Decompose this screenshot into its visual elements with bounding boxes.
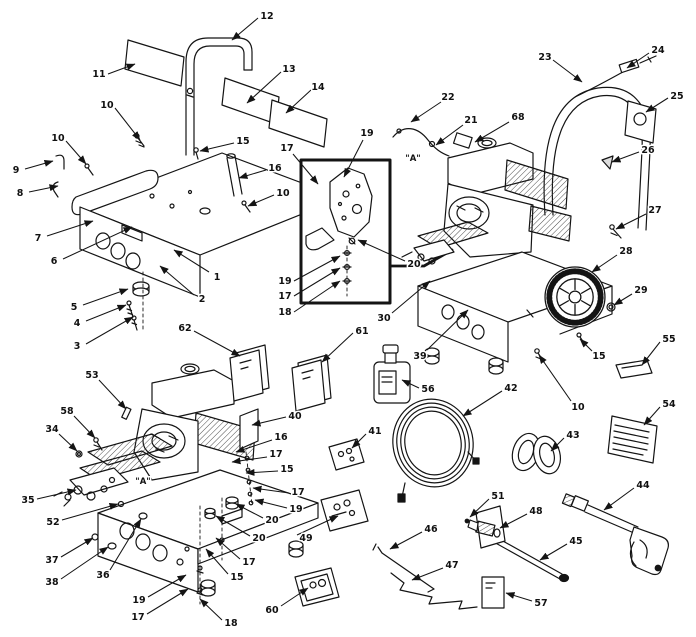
part-callout: 28 (619, 246, 633, 257)
part-callout: 48 (529, 506, 543, 517)
part-callout: 21 (464, 115, 477, 126)
part-callout: 19 (278, 276, 291, 287)
part-callout: 53 (85, 370, 98, 381)
part-callout: 6 (51, 256, 58, 267)
part-callout: 26 (641, 145, 655, 156)
part-callout: 17 (291, 487, 304, 498)
part-callout: 68 (511, 112, 525, 123)
reference-mark-a: "A" (135, 477, 150, 487)
part-callout: 47 (445, 560, 458, 571)
part-callout: 11 (92, 69, 105, 80)
part-callout: 55 (662, 334, 675, 345)
part-callout: 58 (60, 406, 74, 417)
part-callout: 60 (265, 605, 279, 616)
assembled-unit-drawing (392, 55, 657, 375)
part-callout: 17 (280, 143, 293, 154)
part-callout: 22 (441, 92, 454, 103)
part-callout: 29 (634, 285, 647, 296)
part-callout: 27 (648, 205, 661, 216)
part-callout: 20 (252, 533, 266, 544)
part-callout: 3 (74, 341, 81, 352)
part-callout: 49 (299, 533, 312, 544)
part-callout: 52 (46, 517, 59, 528)
part-callout: 17 (269, 449, 282, 460)
part-callout: 43 (566, 430, 579, 441)
part-callout: 25 (670, 91, 683, 102)
part-callout: 40 (288, 411, 302, 422)
part-callout: 44 (636, 480, 650, 491)
callout-leader-lines (24, 17, 669, 621)
part-callout: 38 (45, 577, 59, 588)
part-callout: 12 (260, 11, 273, 22)
part-callout: 15 (236, 136, 249, 147)
part-callout: 2 (199, 294, 206, 305)
part-callout: 9 (13, 165, 20, 176)
part-callout: 36 (96, 570, 110, 581)
part-callout: 57 (534, 598, 547, 609)
part-callout: 5 (71, 302, 78, 313)
part-callout: 13 (282, 64, 295, 75)
part-callout: 18 (224, 618, 238, 629)
part-callout: 15 (230, 572, 243, 583)
part-callout: 20 (407, 259, 421, 270)
part-callout: 62 (178, 323, 191, 334)
part-callout: 41 (368, 426, 381, 437)
engine-pump-drawing (53, 363, 319, 605)
part-callout: 17 (131, 612, 144, 623)
part-callout: 17 (278, 291, 291, 302)
part-callout: 46 (424, 524, 438, 535)
cart-frame-drawing (52, 37, 343, 331)
part-callout: 56 (421, 384, 435, 395)
part-callout: 1 (214, 272, 221, 283)
part-callout: 10 (51, 133, 65, 144)
part-callout: 17 (242, 557, 255, 568)
part-callout: 51 (491, 491, 504, 502)
part-callout: 18 (278, 307, 292, 318)
part-callout: 10 (100, 100, 114, 111)
part-callout: 42 (504, 383, 517, 394)
part-callout: 16 (268, 163, 282, 174)
part-callout: 14 (311, 82, 325, 93)
part-callout: 7 (35, 233, 42, 244)
part-callout: 10 (571, 402, 585, 413)
part-callout: 19 (289, 504, 302, 515)
part-callout: 19 (360, 128, 373, 139)
reference-mark-a: "A" (405, 154, 420, 164)
part-callout: 8 (17, 188, 24, 199)
part-callout: 10 (276, 188, 290, 199)
part-callout: 20 (265, 515, 279, 526)
part-callout: 45 (569, 536, 582, 547)
part-callout: 15 (280, 464, 293, 475)
part-callout: 15 (592, 351, 605, 362)
part-callout: 61 (355, 326, 368, 337)
part-callout: 23 (538, 52, 551, 63)
part-callout: 37 (45, 555, 58, 566)
part-callout: 19 (132, 595, 145, 606)
part-callout: 4 (74, 318, 81, 329)
part-callout: 34 (45, 424, 59, 435)
part-callout: 16 (274, 432, 288, 443)
part-callout: 30 (377, 313, 391, 324)
part-callout: 24 (651, 45, 665, 56)
part-callout: 35 (21, 495, 34, 506)
part-callout: 39 (413, 351, 426, 362)
callout-labels: 12 11 13 14 10 10 9 8 15 16 10 7 6 1 2 5… (11, 10, 685, 631)
part-callout: 54 (662, 399, 676, 410)
